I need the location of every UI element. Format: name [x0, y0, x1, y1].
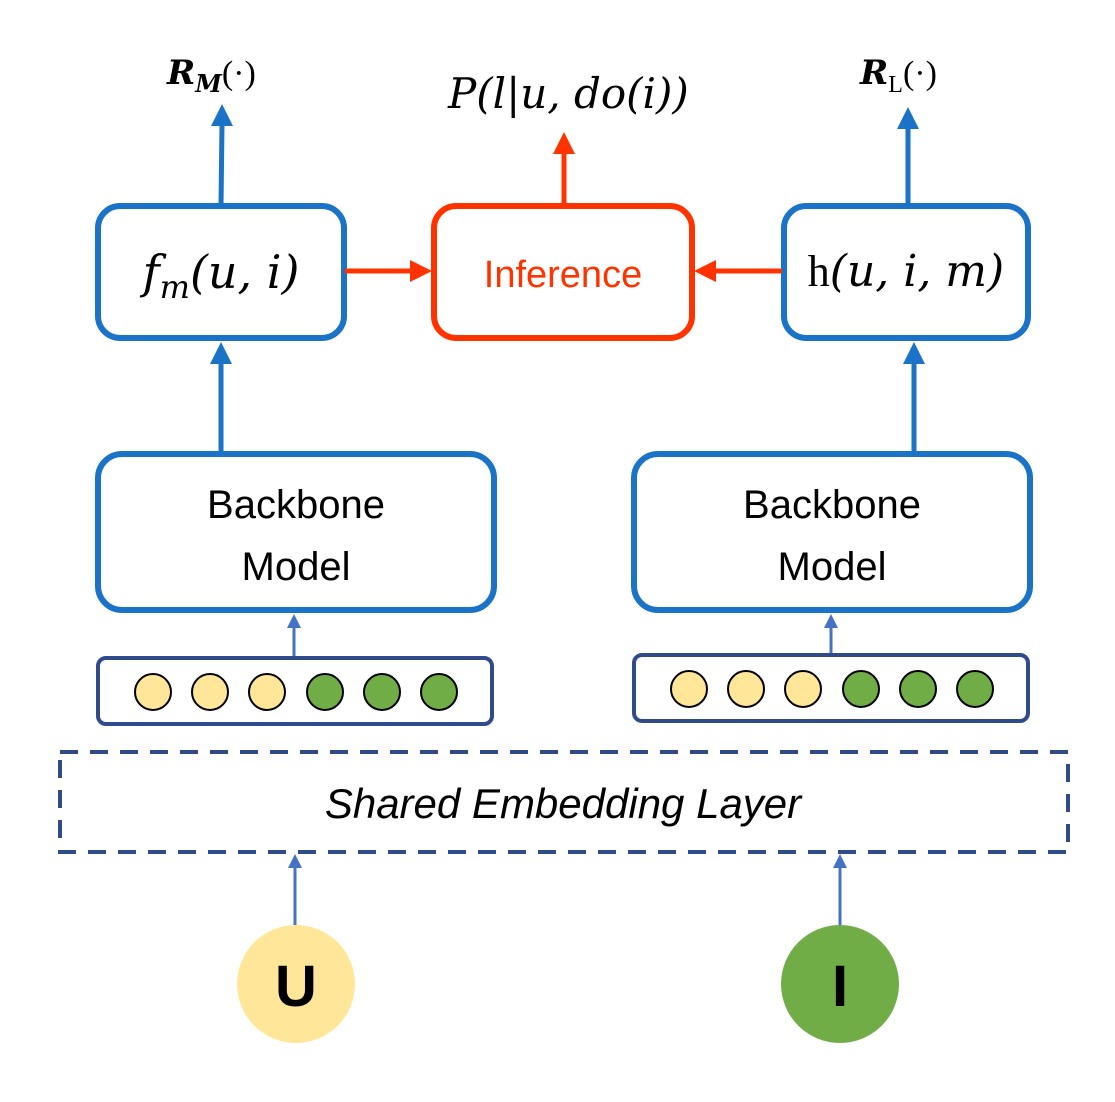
- inference-box: [431, 203, 695, 341]
- arrow-h-to-inference: [694, 260, 782, 282]
- inference-label: Inference: [484, 254, 642, 296]
- embedding-vector-right: [632, 653, 1030, 723]
- item-embedding-dot: [306, 673, 344, 711]
- backbone-right-line1: Backbone: [743, 483, 921, 527]
- arrow-inference-to-p: [553, 132, 575, 206]
- user-node-label: U: [275, 954, 317, 1019]
- item-embedding-dot: [842, 670, 880, 708]
- arrow-fm-to-inference: [345, 260, 432, 282]
- arrow-embedding-left-to-backbone: [287, 614, 301, 658]
- arrow-h-to-rl: [897, 107, 919, 206]
- item-embedding-dot: [420, 673, 458, 711]
- backbone-left-line2: Model: [242, 545, 351, 589]
- arrow-user-to-shared-layer: [288, 854, 302, 925]
- backbone-model-left-box: [95, 451, 497, 613]
- user-embedding-dot: [134, 673, 172, 711]
- fm-box: [95, 203, 347, 341]
- backbone-right-line2: Model: [778, 545, 887, 589]
- item-embedding-dot: [363, 673, 401, 711]
- item-embedding-dot: [899, 670, 937, 708]
- h-label: h(u, i, m): [808, 246, 1004, 297]
- embedding-vector-left: [96, 656, 494, 726]
- backbone-model-right-box: [631, 451, 1033, 613]
- rl-label: RL(·): [859, 53, 937, 98]
- user-embedding-dot: [727, 670, 765, 708]
- arrow-item-to-shared-layer: [833, 854, 847, 925]
- item-node-label: I: [832, 954, 848, 1019]
- item-node: [781, 925, 899, 1043]
- shared-embedding-layer-label: Shared Embedding Layer: [325, 780, 803, 827]
- h-box: [781, 203, 1031, 341]
- shared-embedding-layer-box: [58, 750, 1070, 854]
- user-embedding-dot: [248, 673, 286, 711]
- item-embedding-dot: [956, 670, 994, 708]
- embedding-left-dots: [134, 673, 458, 711]
- fm-label: fm(u, i): [140, 245, 300, 306]
- arrow-fm-to-rm: [211, 104, 233, 207]
- user-embedding-dot: [784, 670, 822, 708]
- backbone-left-line1: Backbone: [207, 483, 385, 527]
- arrow-backbone-left-to-fm: [210, 342, 232, 454]
- p-l-u-do-i-label: P(l|u, do(i)): [447, 69, 689, 118]
- arrow-embedding-right-to-backbone: [824, 614, 838, 655]
- arrow-backbone-right-to-h: [903, 342, 925, 454]
- embedding-right-dots: [670, 670, 994, 708]
- user-embedding-dot: [670, 670, 708, 708]
- rm-label: RM(·): [166, 53, 256, 98]
- user-embedding-dot: [191, 673, 229, 711]
- user-node: [237, 925, 355, 1043]
